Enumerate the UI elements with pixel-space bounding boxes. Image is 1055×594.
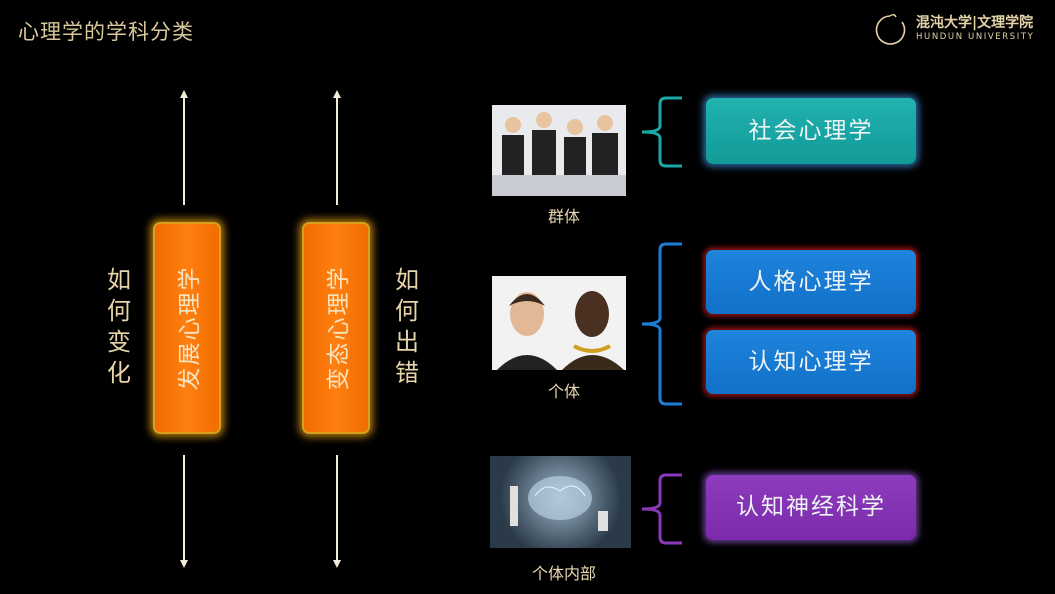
logo-circle-icon xyxy=(875,14,906,45)
group-photo xyxy=(492,105,626,196)
arrow-line xyxy=(183,97,185,205)
slide-title: 心理学的学科分类 xyxy=(18,20,194,44)
logo: 混沌大学|文理学院 HUNDUN UNIVERSITY xyxy=(870,12,1045,46)
caption-individual: 个体 xyxy=(547,382,580,401)
logo-name-cn: 混沌大学|文理学院 xyxy=(916,15,1034,31)
personality-psychology-box: 人格心理学 xyxy=(706,250,916,314)
neuroscience-image xyxy=(490,456,631,548)
cognitive-psychology-box: 认知心理学 xyxy=(706,330,916,394)
arrow-down-icon xyxy=(180,560,188,568)
arrow-line xyxy=(183,455,185,561)
brace-icon xyxy=(641,96,682,168)
developmental-psychology-box: 发展心理学 xyxy=(153,222,221,434)
brace-icon xyxy=(641,473,682,545)
arrow-line xyxy=(336,97,338,205)
arrow-up-icon xyxy=(333,90,341,98)
logo-name-en: HUNDUN UNIVERSITY xyxy=(916,32,1035,42)
arrow-down-icon xyxy=(333,560,341,568)
how-wrong-text: 如何出错 xyxy=(395,266,419,387)
cognitive-neuroscience-box: 认知神经科学 xyxy=(706,475,916,540)
social-psychology-box: 社会心理学 xyxy=(706,98,916,164)
caption-inner-individual: 个体内部 xyxy=(531,564,596,583)
arrow-line xyxy=(336,455,338,561)
brace-icon xyxy=(641,242,682,406)
arrow-up-icon xyxy=(180,90,188,98)
caption-group: 群体 xyxy=(547,207,580,226)
box-label: 变态心理学 xyxy=(326,265,352,391)
how-change-text: 如何变化 xyxy=(107,266,131,387)
box-label: 发展心理学 xyxy=(177,265,203,391)
abnormal-psychology-box: 变态心理学 xyxy=(302,222,370,434)
individual-photo xyxy=(492,276,626,370)
